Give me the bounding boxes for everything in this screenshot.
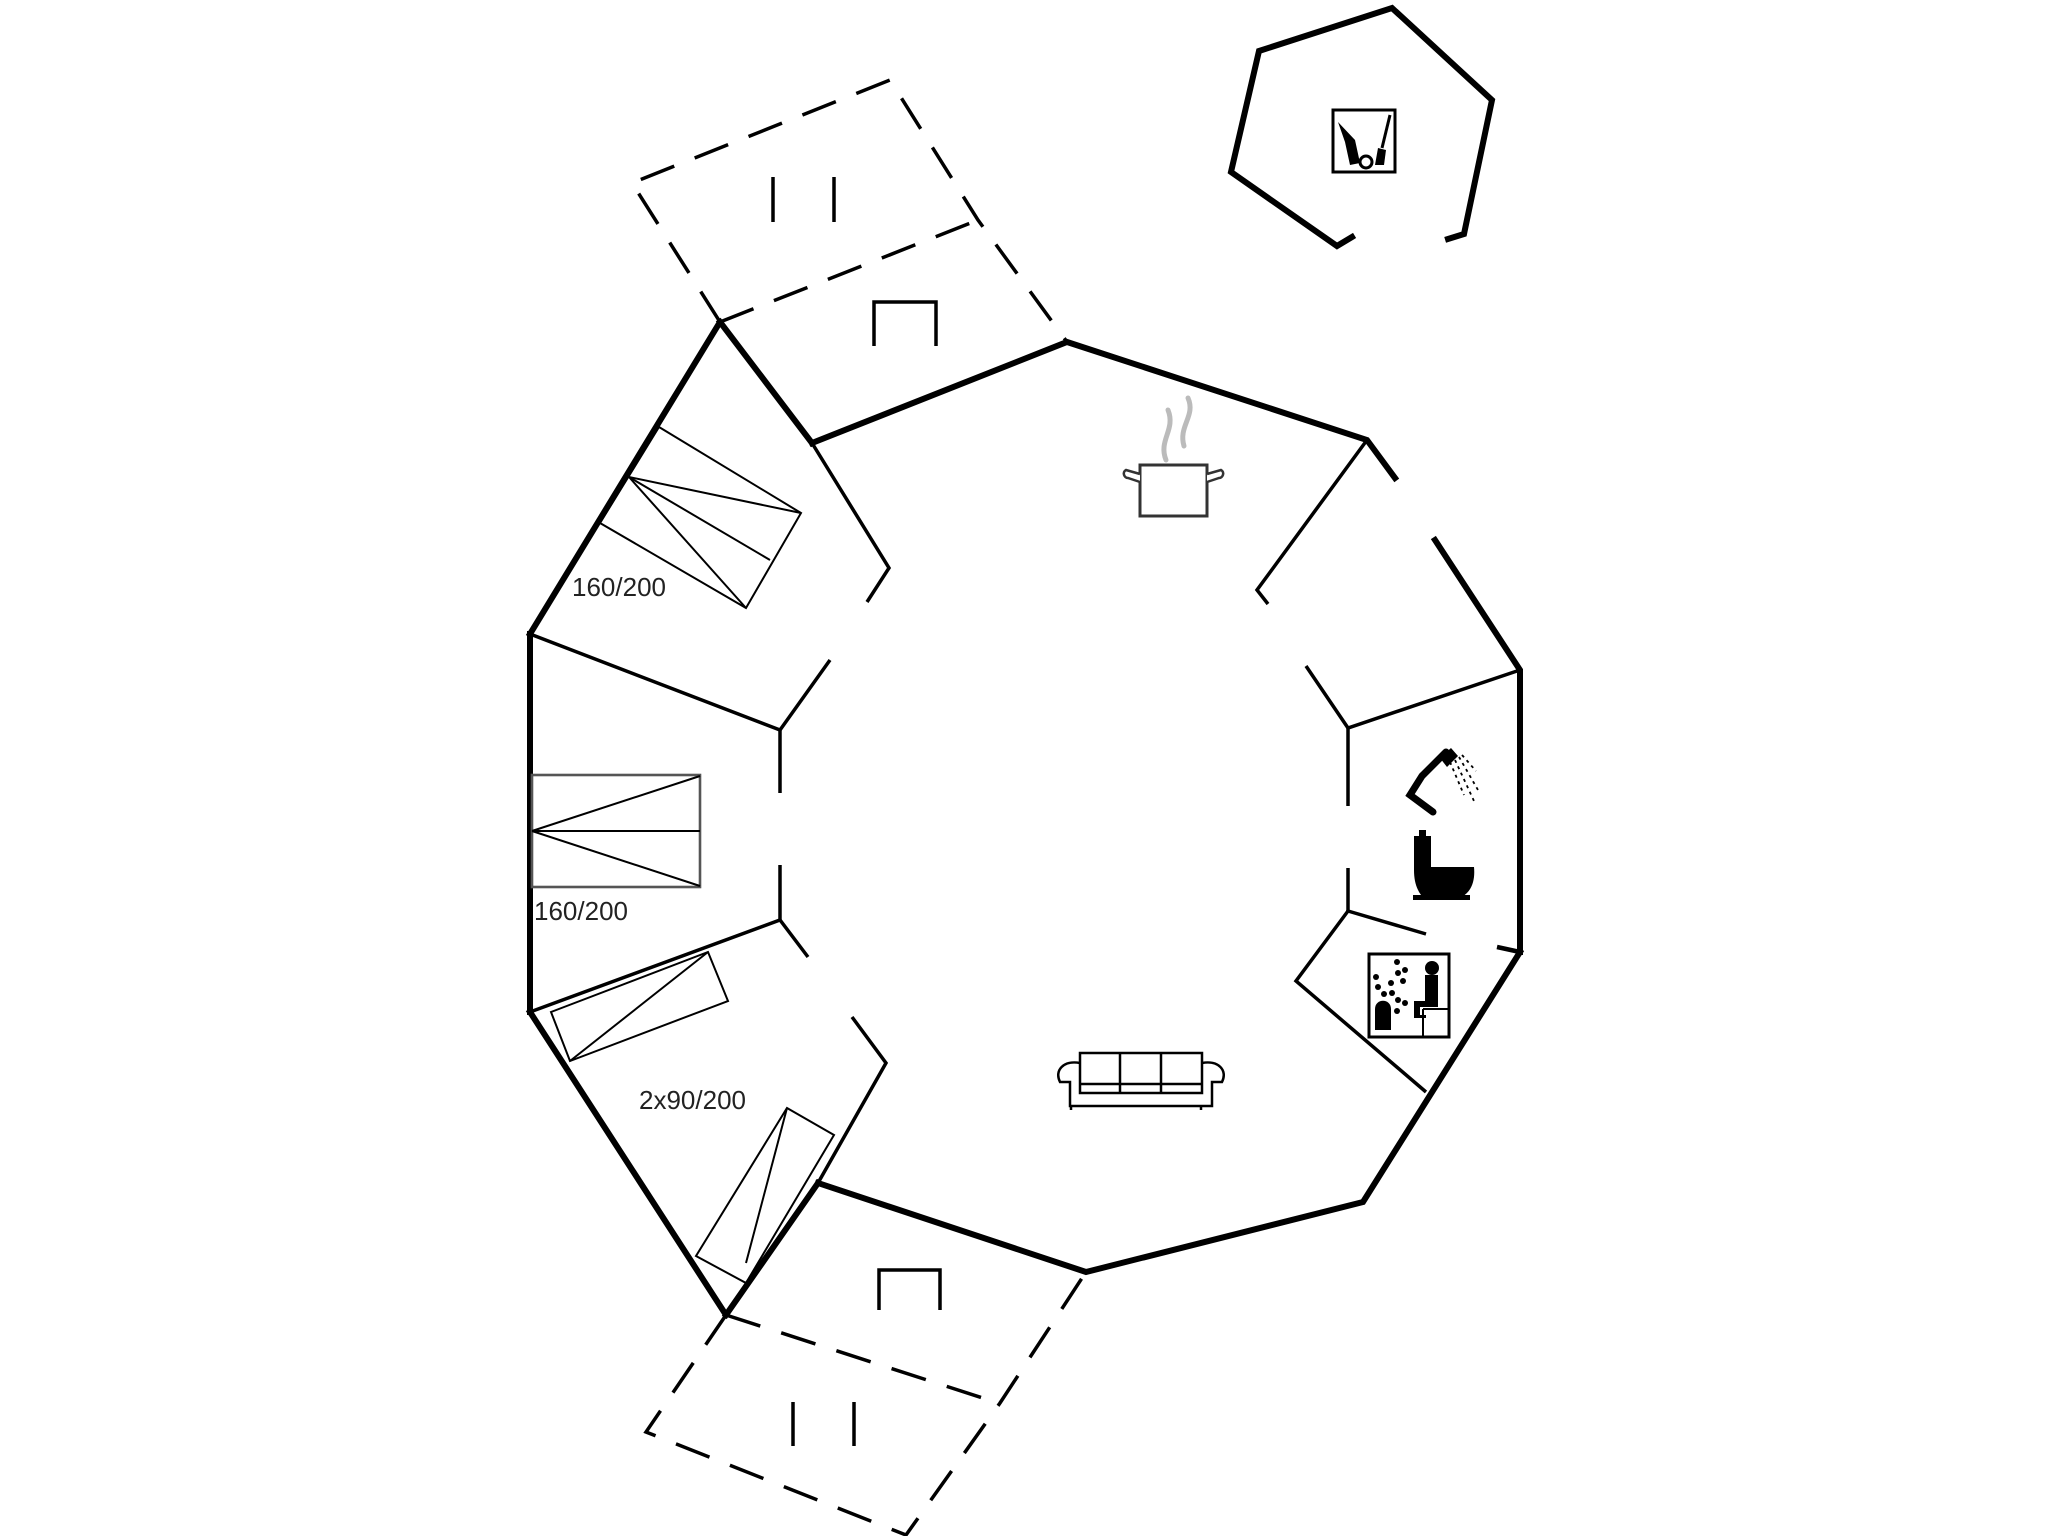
interior-walls [529,317,1521,1184]
bedroom-3: 2x90/200 [549,950,836,1285]
bedroom-2: 160/200 [530,773,702,926]
bed-size-label: 2x90/200 [639,1085,746,1115]
bedroom-1: 160/200 [572,425,803,610]
single-bed [694,1106,836,1285]
bed-size-label: 160/200 [572,572,666,602]
sofa-icon [1057,1051,1225,1110]
cooking-pot-icon [1122,395,1225,518]
shower-icon [1405,748,1479,816]
toilet-icon [1413,830,1475,900]
main-house-outer-walls [525,317,1525,1320]
annex-building [1227,4,1496,250]
terrace-south [643,1268,1088,1536]
double-bed [530,773,702,889]
bathroom [1405,748,1479,900]
garden-furniture-icon [771,177,938,346]
sauna-icon [1367,952,1451,1039]
washing-area-icon [1331,108,1397,174]
garden-furniture-icon [791,1268,942,1446]
single-bed [549,950,730,1063]
bed-size-label: 160/200 [534,896,628,926]
terrace-north [629,77,1069,346]
living-kitchen [1057,395,1225,1110]
double-bed [598,425,803,610]
sauna [1367,952,1451,1039]
